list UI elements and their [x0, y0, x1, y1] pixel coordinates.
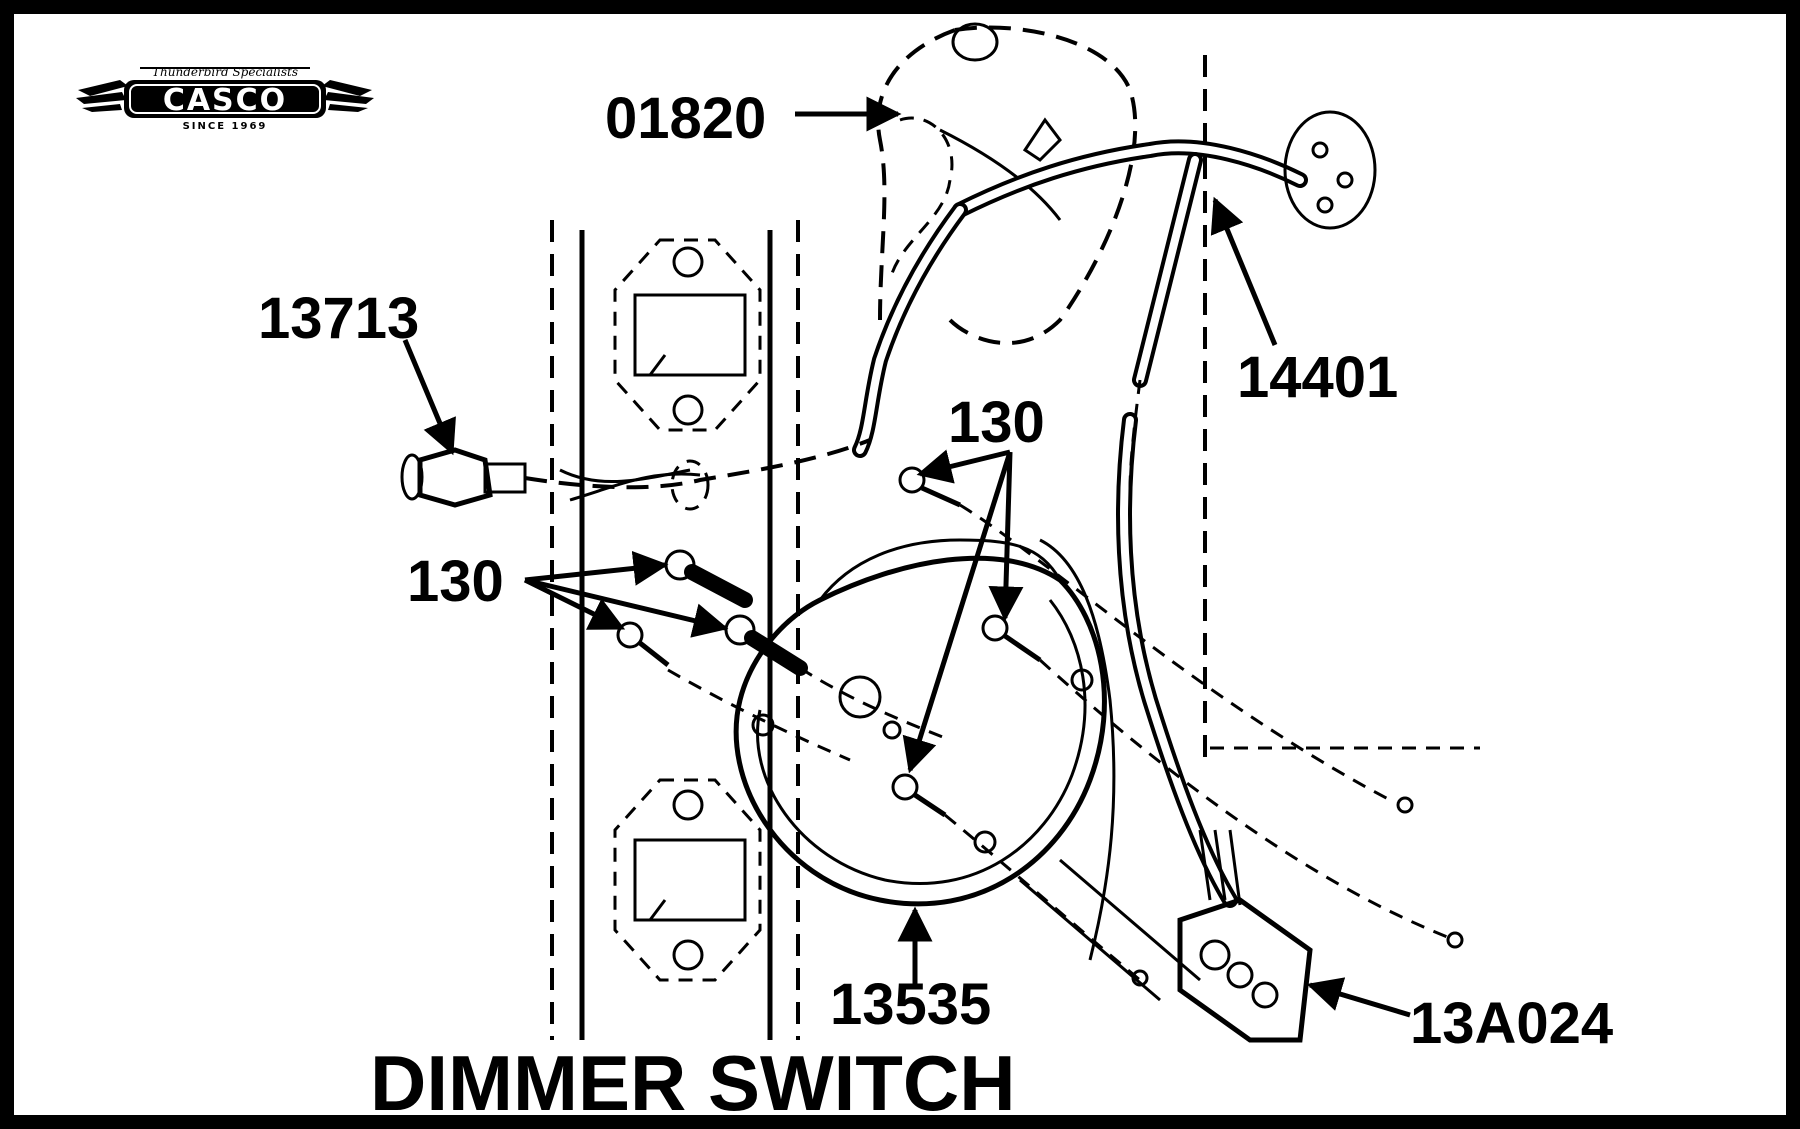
wire-connector [1177, 829, 1313, 1043]
label-screws-left: 130 [407, 549, 504, 614]
label-bulb: 13713 [258, 286, 419, 351]
label-harness: 14401 [1237, 345, 1398, 410]
screw-left-top [664, 549, 753, 608]
label-cover: 01820 [605, 86, 766, 151]
leader-arrows [402, 96, 1411, 1018]
lower-mounting-plate [613, 778, 762, 982]
label-screws-upper: 130 [948, 390, 1045, 455]
diagram-title: DIMMER SWITCH [370, 1039, 1016, 1127]
label-bracket: 13535 [830, 972, 991, 1037]
alignment-lines [667, 503, 1480, 987]
casco-logo: CASCO Thunderbird Specialists SINCE 1969 [76, 65, 374, 132]
switch-bracket [733, 538, 1201, 1002]
dash-panel-rails [550, 55, 1207, 1040]
screw-middle-right [981, 614, 1042, 663]
logo-since: SINCE 1969 [183, 121, 268, 132]
label-connector: 13A024 [1410, 991, 1613, 1056]
upper-mounting-plate [613, 238, 762, 432]
screw-left-small [616, 621, 670, 667]
logo-brand: CASCO [163, 83, 287, 118]
screw-center [891, 773, 947, 818]
dimmer-cover [876, 22, 1138, 346]
wire-harness [852, 110, 1377, 908]
